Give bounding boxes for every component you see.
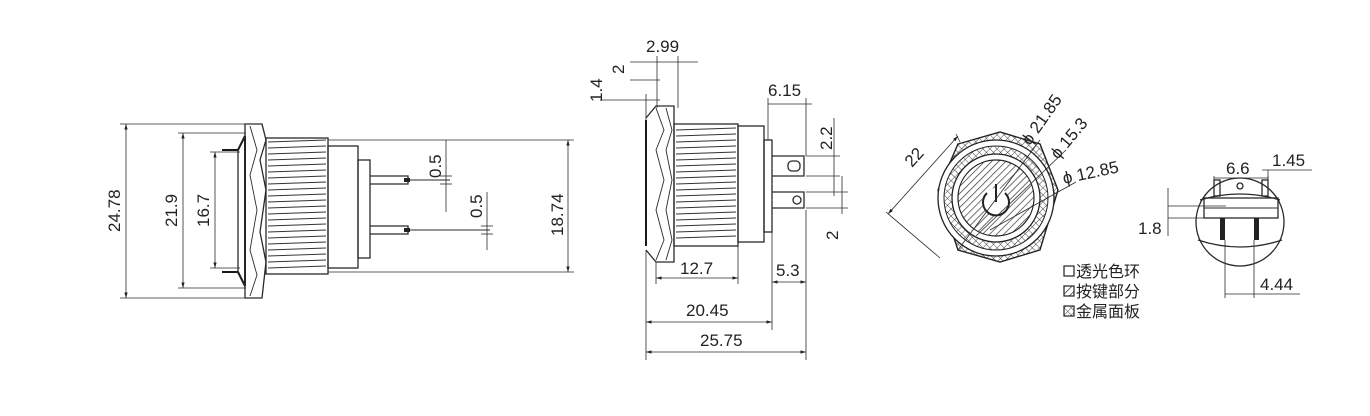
dim-button-diameter: ϕ 12.85 xyxy=(1061,158,1121,188)
dim-thread-height: 18.74 xyxy=(548,193,567,236)
dim-body-length: 20.45 xyxy=(686,301,729,320)
legend-label-button: 按键部分 xyxy=(1076,282,1140,301)
rear-outer-circle xyxy=(1195,177,1285,267)
dim-terminal-2-2: 2.2 xyxy=(817,126,836,150)
legend-cross-box xyxy=(1063,305,1075,317)
legend-label-panel: 金属面板 xyxy=(1076,302,1140,321)
dim-thread-length: 12.7 xyxy=(680,259,713,278)
legend-label-light-ring: 透光色环 xyxy=(1076,262,1140,281)
dim-across-flats: 22 xyxy=(901,144,928,171)
thread-lines xyxy=(267,139,327,269)
dim-pin-width: 1.45 xyxy=(1272,151,1305,170)
profile-view: 2.99 2 1.4 xyxy=(587,37,848,360)
dim-pin-offset: 1.8 xyxy=(1138,219,1162,238)
dim-overall-height: 24.78 xyxy=(105,189,124,232)
dim-terminal-length: 6.15 xyxy=(768,81,801,100)
dim-bezel-offset: 2.99 xyxy=(646,37,679,56)
legend-empty-box xyxy=(1063,265,1075,277)
dim-pin-pitch: 4.44 xyxy=(1260,275,1293,294)
profile-thread-lines xyxy=(675,127,737,239)
dim-overall-length: 25.75 xyxy=(700,331,743,350)
dim-terminal-2: 2 xyxy=(823,231,842,240)
dim-flange-height: 21.9 xyxy=(162,194,181,227)
legend-hatched-box xyxy=(1063,285,1075,297)
dim-terminal-upper: 0.5 xyxy=(426,154,445,178)
side-view: 24.78 21.9 16.7 xyxy=(105,123,574,299)
dim-button-height: 16.7 xyxy=(194,194,213,227)
dim-ring-diameter: ϕ 15.3 xyxy=(1047,114,1092,162)
dim-terminal-lower: 0.5 xyxy=(467,194,486,218)
rear-view: 6.6 1.45 1.8 4.44 xyxy=(1138,151,1312,298)
dim-bezel-1-4: 1.4 xyxy=(587,78,606,102)
legend: 透光色环 按键部分 金属面板 xyxy=(1063,262,1140,321)
dim-gap-2: 2 xyxy=(609,65,628,74)
front-view: 22 ϕ 21.85 ϕ 15.3 ϕ 12.85 透光色环 按键部分 金属面板 xyxy=(885,91,1140,321)
dim-terminal-5-3: 5.3 xyxy=(776,261,800,280)
dim-pin-spacing: 6.6 xyxy=(1226,159,1250,178)
